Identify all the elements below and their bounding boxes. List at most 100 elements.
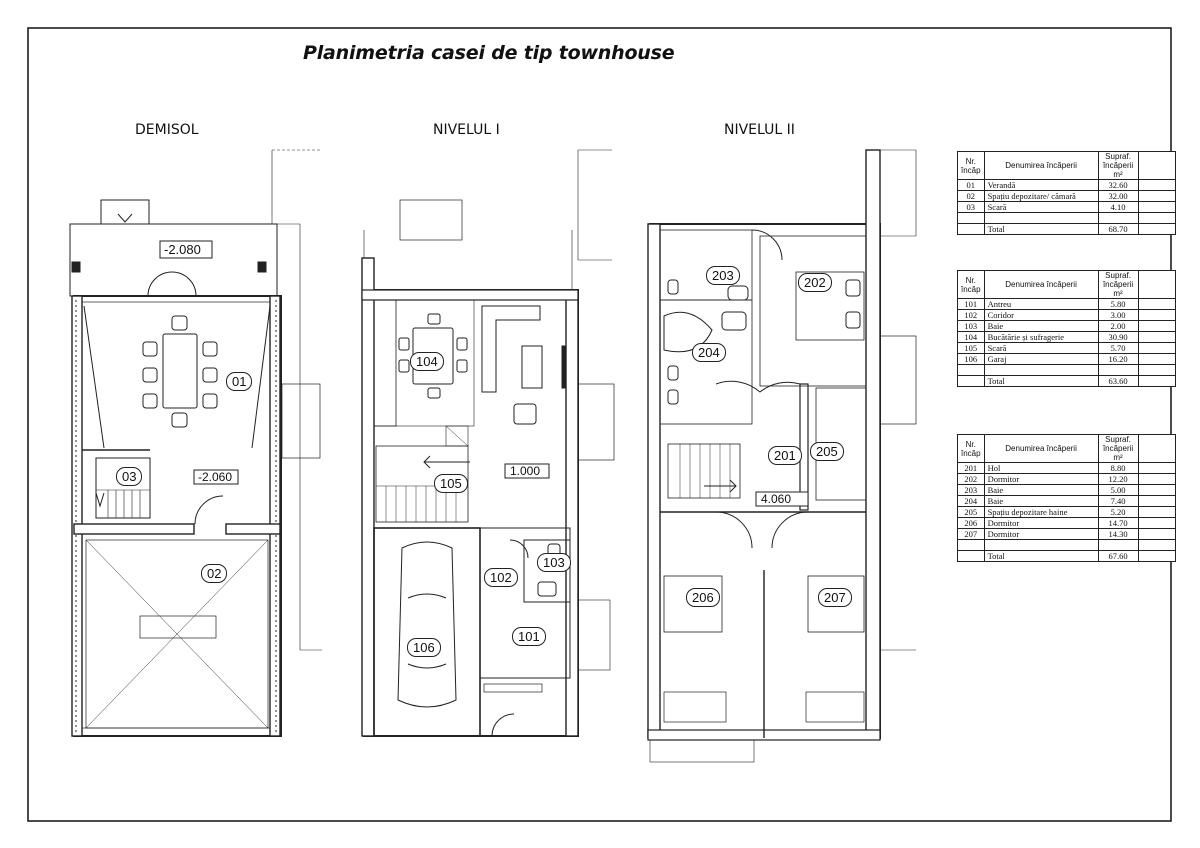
outer-stair [281, 383, 321, 459]
cell-name: Baie [983, 495, 1099, 507]
column [257, 261, 267, 273]
stair-arrow [95, 492, 105, 508]
header-blank [1137, 434, 1176, 463]
cell-empty [957, 223, 985, 235]
chair [202, 367, 218, 383]
entry-mat [483, 683, 543, 693]
pillow [845, 311, 861, 329]
left-wall [361, 257, 375, 737]
bathroom-204 [659, 299, 753, 425]
header-area: Supraf. încăperii m² [1097, 270, 1139, 299]
cell-name: Hol [983, 462, 1099, 474]
neighbor-outline [577, 149, 612, 261]
terrace-outline [69, 223, 278, 297]
cell-area: 32.60 [1097, 179, 1139, 191]
bed [807, 575, 865, 633]
room-number-02: 02 [201, 564, 228, 583]
cell-blank [1137, 495, 1176, 507]
table-nivelul-2: Nr. încăp Denumirea încăperii Supraf. în… [957, 434, 1176, 562]
washbasin [721, 311, 747, 331]
cell-nr: 03 [957, 201, 985, 213]
toilet [667, 279, 679, 295]
level-nivelul-2: 4.060 [761, 492, 792, 506]
cell-name: Garaj [983, 353, 1099, 365]
plan-demisol [69, 149, 322, 737]
cell-empty [957, 212, 985, 224]
cell-name: Baie [983, 320, 1099, 332]
cell-blank [1137, 331, 1176, 343]
cell-name: Antreu [983, 298, 1099, 310]
top-wall [361, 289, 579, 301]
header-nr: Nr. încăp [957, 434, 985, 463]
desk [663, 691, 727, 723]
table-row-empty [957, 539, 1176, 551]
cell-nr: 02 [957, 190, 985, 202]
outer-steps [577, 599, 611, 671]
table-row-empty [957, 212, 1176, 224]
stair-outline [667, 443, 741, 499]
entry-door-swing [491, 713, 515, 737]
cell-area: 5.70 [1097, 342, 1139, 354]
stair-arrow [704, 479, 737, 493]
cell-empty [957, 550, 985, 562]
right-wall [865, 149, 881, 739]
cell-name: Bucătărie și sufragerie [983, 331, 1099, 343]
room-number-207: 207 [818, 588, 852, 607]
washbasin [537, 581, 557, 597]
header-blank [1137, 270, 1176, 299]
bathroom-203 [659, 229, 753, 301]
coffee-table [521, 345, 543, 389]
column [71, 261, 81, 273]
room-number-205: 205 [810, 442, 844, 461]
chair [142, 341, 158, 357]
level-tag-frame [159, 240, 213, 259]
plan-nivelul-2 [647, 149, 917, 763]
cell-area: 2.00 [1097, 320, 1139, 332]
entry-arrow [117, 213, 133, 223]
chair [202, 341, 218, 357]
cell-area: 4.10 [1097, 201, 1139, 213]
door-swings [715, 380, 801, 393]
cell-blank [1137, 506, 1176, 518]
cell-empty [1137, 539, 1176, 551]
room-number-01: 01 [226, 372, 253, 391]
cell-name: Scară [983, 342, 1099, 354]
bathtub [663, 311, 713, 353]
balcony [649, 739, 755, 763]
total-value: 67.60 [1097, 550, 1139, 562]
room-number-103: 103 [537, 553, 571, 572]
table-nivelul-1: Nr. încăp Denumirea încăperii Supraf. în… [957, 270, 1176, 387]
garage-walls [373, 527, 481, 737]
chair [398, 337, 410, 351]
cell-nr: 204 [957, 495, 985, 507]
outer-stair [879, 335, 917, 425]
cell-empty [1097, 212, 1139, 224]
cell-area: 30.90 [1097, 331, 1139, 343]
cell-area: 32.00 [1097, 190, 1139, 202]
left-wall [647, 223, 661, 739]
armchair [513, 403, 537, 425]
chair [398, 359, 410, 373]
total-label: Total [983, 223, 1099, 235]
room-number-101: 101 [512, 627, 546, 646]
cell-blank [1137, 190, 1176, 202]
header-nr: Nr. încăp [957, 270, 985, 299]
cell-empty [983, 212, 1099, 224]
cell-blank [1137, 473, 1176, 485]
mid-wall [225, 523, 281, 535]
plan-nivelul-1 [361, 149, 615, 737]
outer-walls [649, 223, 881, 739]
room-number-201: 201 [768, 446, 802, 465]
stair-arrow [423, 455, 470, 469]
cell-empty [1137, 212, 1176, 224]
cell-empty [957, 364, 985, 376]
